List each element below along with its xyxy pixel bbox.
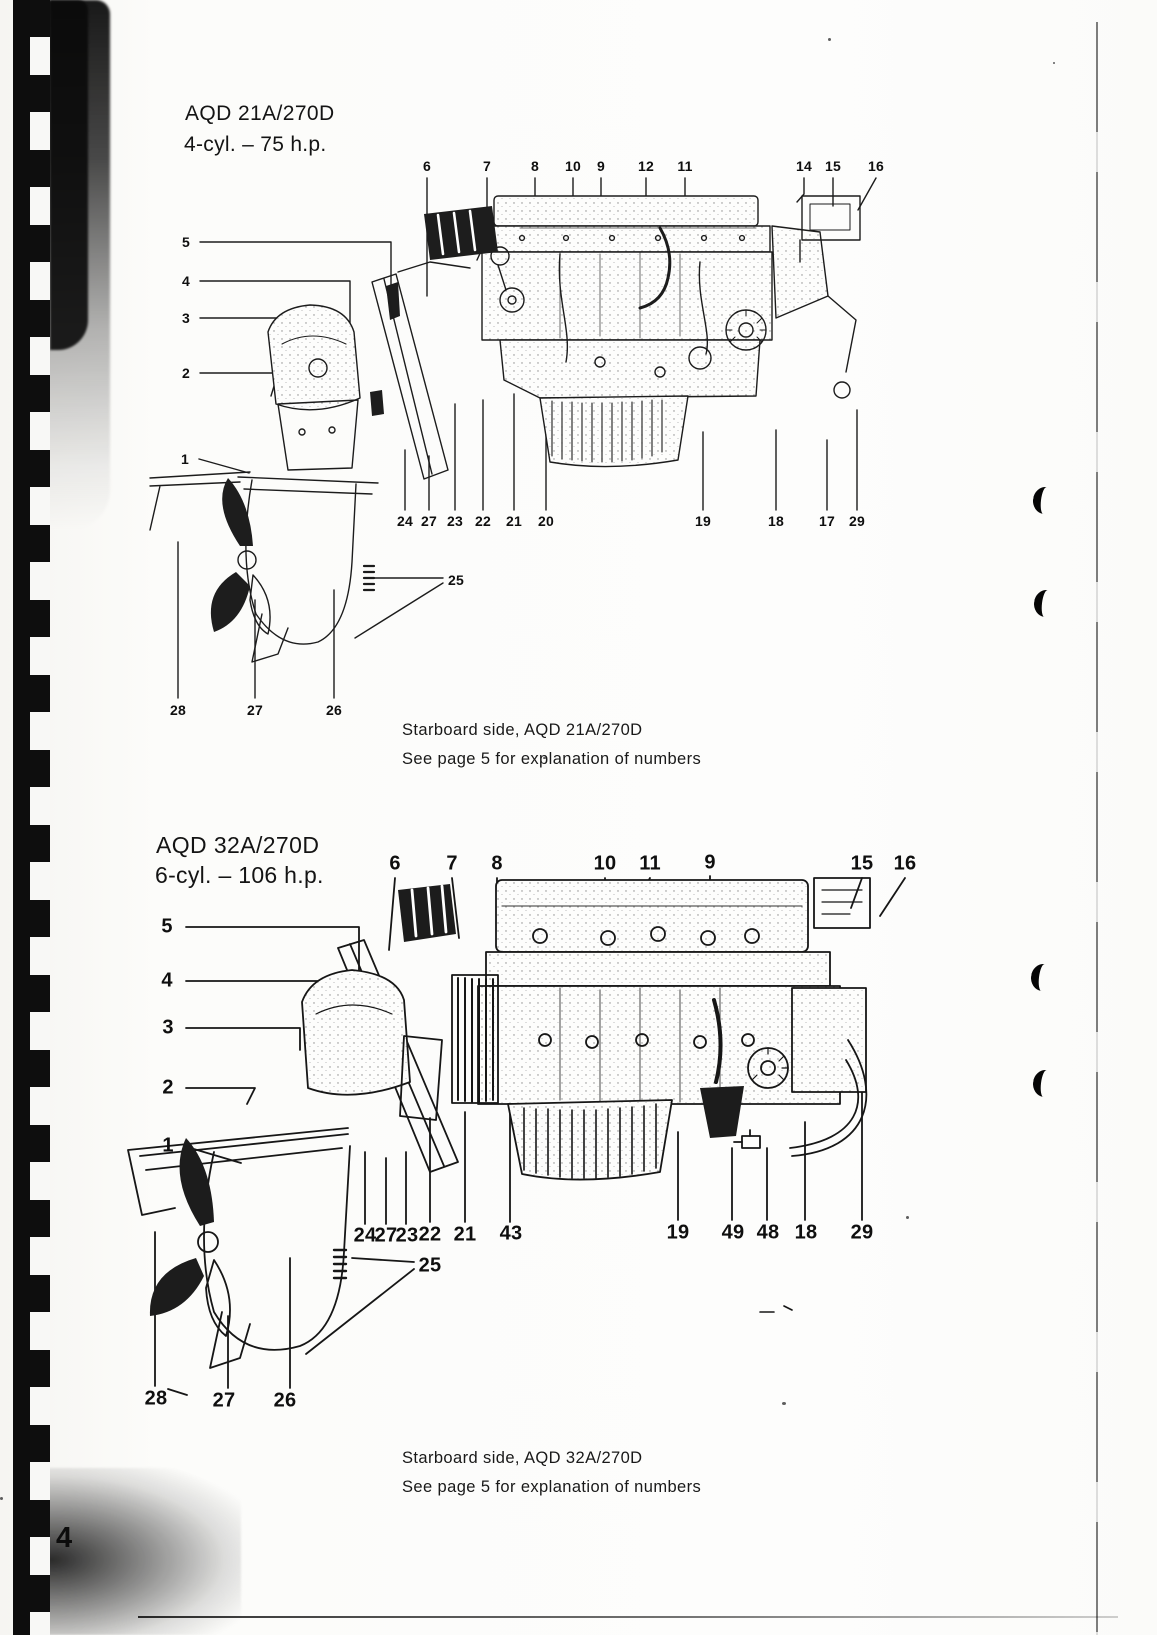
- figure2-title: AQD 32A/270D: [156, 832, 320, 858]
- scan-speck: [543, 757, 546, 759]
- figure1-title: AQD 21A/270D: [185, 102, 335, 125]
- page-number: 4: [56, 1522, 73, 1554]
- page-edge-line: [1096, 22, 1098, 1635]
- binding-spine-bar: [13, 0, 30, 1635]
- scan-speck: [828, 38, 831, 41]
- figure2-caption-line2: See page 5 for explanation of numbers: [402, 1478, 702, 1496]
- scan-speck: [906, 1216, 909, 1219]
- figure1-caption-line2: See page 5 for explanation of numbers: [402, 750, 702, 768]
- scan-speck: [0, 1497, 3, 1500]
- figure2-subtitle: 6-cyl. – 106 h.p.: [155, 862, 324, 888]
- binding-checker-strip: [30, 0, 50, 1635]
- scan-smudge-bottom: [26, 1468, 241, 1635]
- figure1-caption-line1: Starboard side, AQD 21A/270D: [402, 721, 643, 739]
- scan-speck: [1053, 62, 1055, 64]
- figure1-leader-lines-drive: [177, 541, 444, 699]
- figure2-caption-line1: Starboard side, AQD 32A/270D: [402, 1449, 643, 1467]
- figure1-illustration: [149, 177, 877, 699]
- figure1-subtitle: 4-cyl. – 75 h.p.: [184, 133, 327, 156]
- figure2-leader-lines-drive: [154, 1231, 415, 1396]
- figure2-illustration: [127, 875, 906, 1396]
- scan-smudge-top-core: [50, 0, 88, 350]
- figure1-leader-lines-bottom: [404, 389, 858, 511]
- page-bottom-edge-line: [138, 1616, 1118, 1618]
- scan-speck: [782, 1402, 786, 1405]
